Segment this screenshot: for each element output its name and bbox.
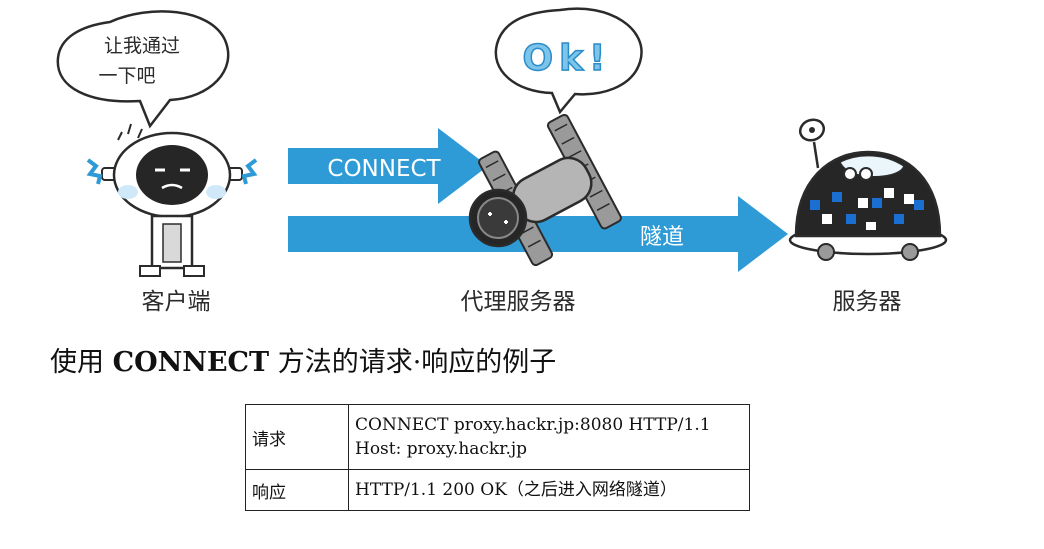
- figure-caption: 使用 CONNECT 方法的请求·响应的例子: [50, 340, 556, 379]
- server-label: 服务器: [833, 289, 902, 315]
- client-speech-bubble: 让我通过 一下吧: [58, 11, 228, 126]
- response-status-line: HTTP/1.1 200 OK（之后进入网络隧道）: [355, 478, 743, 502]
- client-label: 客户端: [142, 289, 211, 315]
- caption-method: CONNECT: [113, 347, 270, 378]
- request-content-cell: CONNECT proxy.hackr.jp:8080 HTTP/1.1 Hos…: [349, 405, 750, 470]
- response-content-cell: HTTP/1.1 200 OK（之后进入网络隧道）: [349, 470, 750, 511]
- client-bubble-line-1: 让我通过: [104, 35, 180, 57]
- server-robot-illustration: [790, 116, 946, 260]
- connect-arrow: CONNECT: [288, 128, 488, 204]
- proxy-speech-bubble: Ok!: [496, 9, 642, 112]
- caption-suffix: 方法的请求·响应的例子: [269, 347, 556, 378]
- caption-prefix: 使用: [50, 347, 113, 378]
- request-host-header: Host: proxy.hackr.jp: [355, 437, 743, 461]
- request-label-cell: 请求: [246, 405, 349, 470]
- connect-tunnel-diagram: 让我通过 一下吧 Ok! CONNECT 隧道: [0, 0, 1044, 330]
- tunnel-arrow-label: 隧道: [640, 225, 684, 250]
- client-robot-illustration: [88, 124, 256, 276]
- table-row-request: 请求 CONNECT proxy.hackr.jp:8080 HTTP/1.1 …: [246, 405, 750, 470]
- request-line: CONNECT proxy.hackr.jp:8080 HTTP/1.1: [355, 413, 743, 437]
- proxy-label: 代理服务器: [461, 289, 576, 315]
- proxy-bubble-text: Ok!: [523, 38, 612, 79]
- response-label-cell: 响应: [246, 470, 349, 511]
- connect-arrow-label: CONNECT: [327, 156, 441, 182]
- request-response-table: 请求 CONNECT proxy.hackr.jp:8080 HTTP/1.1 …: [245, 404, 750, 511]
- client-bubble-line-2: 一下吧: [98, 65, 155, 87]
- table-row-response: 响应 HTTP/1.1 200 OK（之后进入网络隧道）: [246, 470, 750, 511]
